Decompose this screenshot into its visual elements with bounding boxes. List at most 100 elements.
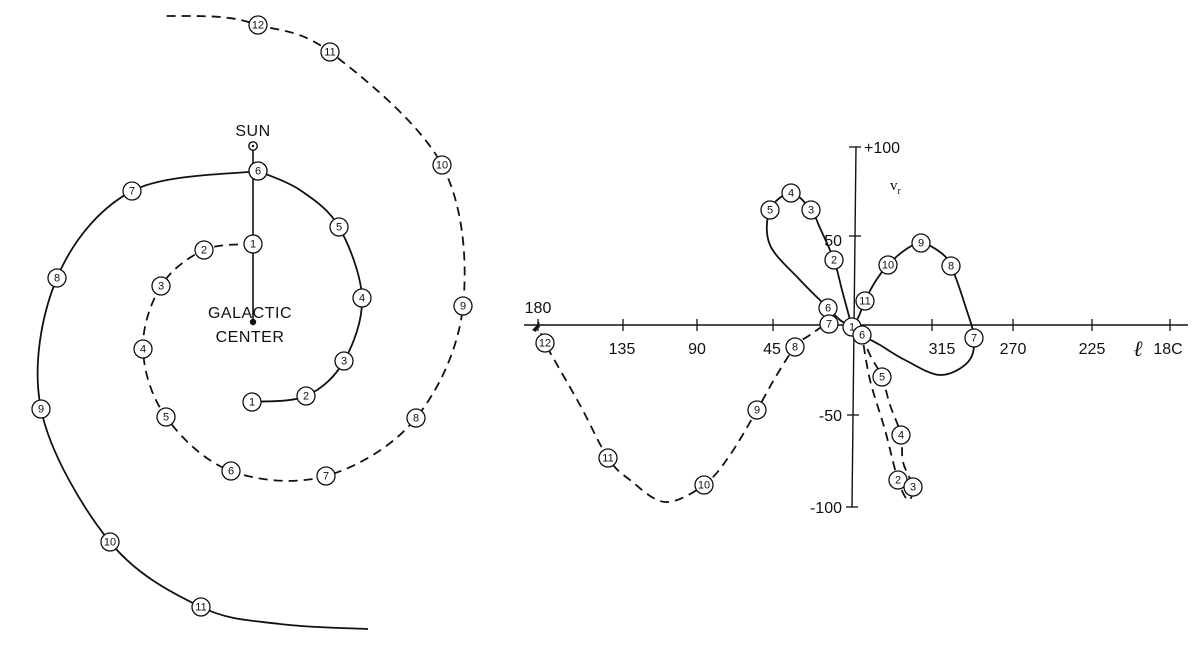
velocity-curve-2 [537,321,853,503]
velocity-marker-21-3: 3 [903,477,923,497]
sun-symbol-icon [248,141,258,151]
spiral-markers: 12345612345678910111267891011 [31,15,473,617]
velocity-marker-0-4-circle [781,183,801,203]
spiral-marker-inner-dashed-4-circle [133,339,153,359]
spiral-marker-outer-solid-7-label: 7 [129,186,135,198]
velocity-marker-1-5-label: 5 [767,205,773,217]
x-axis-label: ℓ [1133,336,1143,361]
velocity-marker-3-2: 2 [824,250,844,270]
spiral-marker-inner-dashed-11-circle [320,42,340,62]
velocity-marker-5-7-circle [819,314,839,334]
x-tick-label-270: 270 [1000,341,1027,358]
velocity-marker-14-11-label: 11 [602,453,613,465]
velocity-marker-1-5: 5 [760,200,780,220]
velocity-marker-16-9-circle [747,400,767,420]
spiral-marker-outer-solid-10: 10 [100,532,120,552]
velocity-marker-15-10-label: 10 [698,480,710,492]
velocity-marker-7-6-circle [852,325,872,345]
spiral-marker-inner-solid-3-circle [334,351,354,371]
velocity-marker-6-1-label: 1 [849,322,855,334]
sun-label: SUN [235,123,270,140]
velocity-marker-2-3-circle [801,200,821,220]
spiral-marker-inner-dashed-7: 7 [316,466,336,486]
spiral-marker-inner-dashed-2-circle [194,240,214,260]
x-tick-label-180-right: 18C [1153,341,1182,358]
velocity-marker-16-9: 9 [747,400,767,420]
y-tick-label-100: +100 [864,140,900,157]
velocity-marker-19-4: 4 [891,425,911,445]
spiral-marker-inner-dashed-3: 3 [151,276,171,296]
spiral-marker-outer-solid-11-label: 11 [195,602,206,614]
spiral-marker-inner-dashed-8-label: 8 [413,413,419,425]
velocity-marker-14-11-circle [598,448,618,468]
x-tick-label-135: 135 [609,341,636,358]
velocity-marker-2-3: 3 [801,200,821,220]
spiral-marker-outer-solid-8: 8 [47,268,67,288]
velocity-marker-14-11: 11 [598,448,618,468]
galactic-center-label-line1: GALACTIC [208,305,292,322]
spiral-marker-outer-solid-9-circle [31,399,51,419]
spiral-marker-outer-solid-6-label: 6 [255,166,261,178]
spiral-marker-inner-dashed-3-circle [151,276,171,296]
spiral-marker-inner-dashed-8-circle [406,408,426,428]
spiral-marker-inner-dashed-4-label: 4 [140,344,146,356]
spiral-marker-inner-dashed-10-circle [432,155,452,175]
velocity-marker-13-12-circle [535,333,555,353]
spiral-marker-inner-dashed-9-circle [453,296,473,316]
spiral-marker-inner-solid-1-circle [242,392,262,412]
velocity-marker-10-9-label: 9 [918,238,924,250]
spiral-marker-inner-solid-3-label: 3 [341,356,347,368]
velocity-marker-8-11: 11 [855,291,875,311]
velocity-marker-5-7: 7 [819,314,839,334]
y-axis-label-sub: r [898,186,902,197]
velocity-marker-8-11-label: 11 [859,296,870,308]
y-tick-label-minus50: -50 [819,408,842,425]
velocity-marker-13-12: 12 [535,333,555,353]
velocity-marker-20-2-label: 2 [895,475,901,487]
velocity-marker-12-7: 7 [964,328,984,348]
spiral-marker-inner-dashed-11-label: 11 [324,47,335,59]
y-axis-label-main: v [890,178,898,194]
spiral-marker-inner-solid-4: 4 [352,288,372,308]
spiral-marker-inner-solid-1-label: 1 [249,397,255,409]
spiral-marker-inner-dashed-1-circle [243,234,263,254]
spiral-marker-outer-solid-9-label: 9 [38,404,44,416]
velocity-marker-1-5-circle [760,200,780,220]
spiral-marker-inner-dashed-1: 1 [243,234,263,254]
spiral-marker-inner-dashed-8: 8 [406,408,426,428]
spiral-marker-outer-solid-10-circle [100,532,120,552]
velocity-marker-17-8: 8 [785,337,805,357]
spiral-marker-outer-solid-9: 9 [31,399,51,419]
velocity-marker-16-9-label: 9 [754,405,760,417]
x-tick-label-90: 90 [688,341,706,358]
velocity-marker-10-9-circle [911,233,931,253]
velocity-marker-10-9: 9 [911,233,931,253]
spiral-marker-inner-dashed-11: 11 [320,42,340,62]
spiral-marker-inner-solid-5-label: 5 [336,222,342,234]
spiral-marker-outer-solid-8-label: 8 [54,273,60,285]
spiral-marker-inner-solid-4-circle [352,288,372,308]
velocity-marker-17-8-label: 8 [792,342,798,354]
velocity-marker-0-4-label: 4 [788,188,794,200]
spiral-marker-inner-dashed-7-circle [316,466,336,486]
velocity-marker-11-8: 8 [941,256,961,276]
velocity-marker-9-10-label: 10 [882,260,894,272]
spiral-marker-inner-dashed-12-label: 12 [252,20,264,32]
spiral-arm-inner-dashed [142,15,466,482]
velocity-marker-15-10-circle [694,475,714,495]
x-tick-label-315: 315 [929,341,956,358]
spiral-marker-outer-solid-6-circle [248,161,268,181]
galactic-spiral-diagram: SUN GALACTIC CENTER 12345612345678910111… [31,15,473,630]
velocity-marker-11-8-circle [941,256,961,276]
spiral-marker-inner-dashed-10-label: 10 [436,160,448,172]
velocity-marker-0-4: 4 [781,183,801,203]
velocity-marker-12-7-circle [964,328,984,348]
velocity-marker-18-5: 5 [872,367,892,387]
spiral-marker-inner-solid-3: 3 [334,351,354,371]
spiral-marker-inner-dashed-5-label: 5 [163,412,169,424]
spiral-marker-inner-dashed-10: 10 [432,155,452,175]
spiral-marker-inner-dashed-6-circle [221,461,241,481]
velocity-marker-2-3-label: 3 [808,205,814,217]
velocity-marker-9-10-circle [878,255,898,275]
